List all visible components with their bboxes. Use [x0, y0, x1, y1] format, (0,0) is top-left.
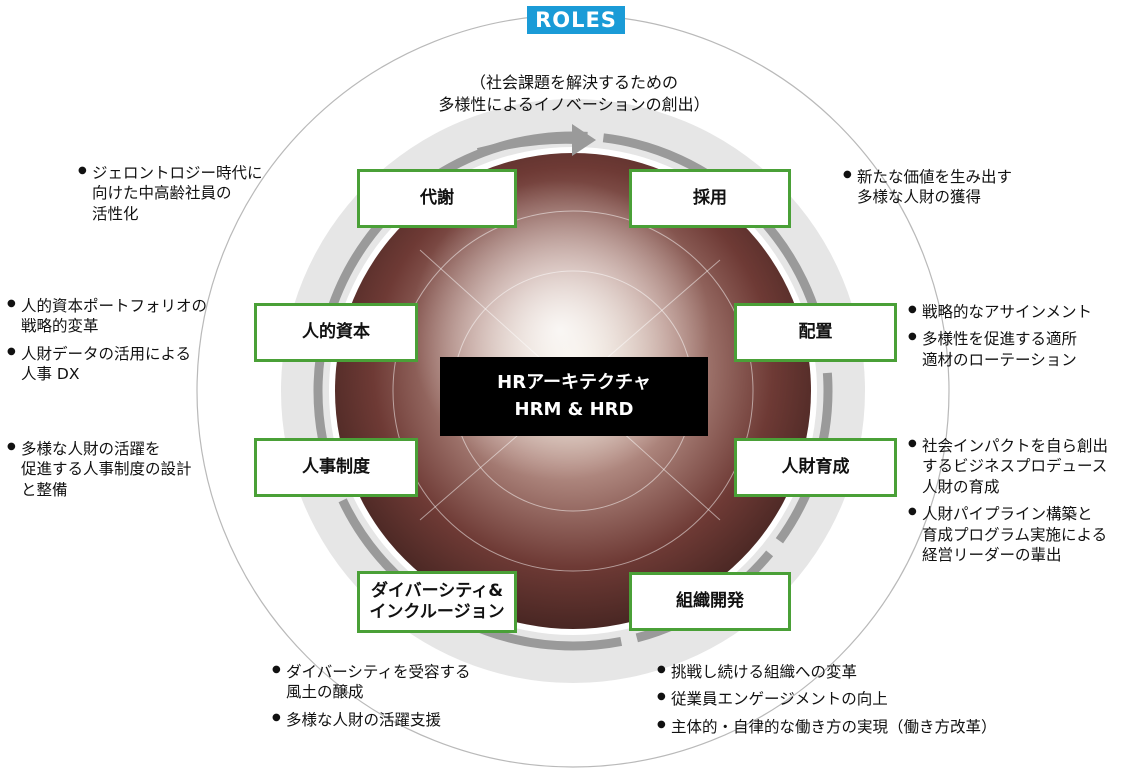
box-hr-system: 人事制度	[254, 438, 418, 497]
center-line-1: HRアーキテクチャ	[497, 372, 651, 394]
center-line-2: HRM & HRD	[514, 398, 634, 420]
note-item: 戦略的なアサインメント	[908, 302, 1138, 322]
mission-line-1: （社会課題を解決するための	[469, 73, 678, 92]
box-org-dev: 組織開発	[629, 572, 791, 631]
top-arrow	[476, 135, 579, 156]
notes-development: 社会インパクトを自ら創出するビジネスプロデュース人財の育成人財パイプライン構築と…	[908, 436, 1143, 573]
box-human-capital: 人的資本	[254, 303, 418, 362]
hr-architecture-box: HRアーキテクチャ HRM & HRD	[440, 357, 708, 436]
notes-human-capital: 人的資本ポートフォリオの戦略的変革人財データの活用による人事 DX	[7, 296, 247, 392]
note-item: 多様な人財の活躍支援	[272, 710, 522, 730]
mission-line-2: 多様性によるイノベーションの創出）	[438, 95, 710, 115]
box-dei-line-1: ダイバーシティ&	[370, 580, 504, 601]
roles-label: ROLES	[527, 6, 625, 34]
box-metabolism: 代謝	[357, 169, 517, 228]
note-item: 主体的・自律的な働き方の実現（働き方改革）	[657, 717, 1077, 737]
box-dei: ダイバーシティ& インクルージョン	[357, 571, 517, 633]
notes-org-dev: 挑戦し続ける組織への変革従業員エンゲージメントの向上主体的・自律的な働き方の実現…	[657, 662, 1077, 744]
note-item: 従業員エンゲージメントの向上	[657, 689, 1077, 709]
box-recruitment: 採用	[629, 169, 791, 228]
box-dei-line-2: インクルージョン	[369, 602, 505, 622]
mission-statement: （社会課題を解決するための 多様性によるイノベーションの創出）	[398, 72, 750, 117]
box-development: 人財育成	[734, 438, 897, 497]
notes-dei: ダイバーシティを受容する風土の醸成多様な人財の活躍支援	[272, 662, 522, 737]
note-item: 挑戦し続ける組織への変革	[657, 662, 1077, 682]
notes-placement: 戦略的なアサインメント多様性を促進する適所適材のローテーション	[908, 302, 1138, 377]
box-placement: 配置	[734, 303, 897, 362]
